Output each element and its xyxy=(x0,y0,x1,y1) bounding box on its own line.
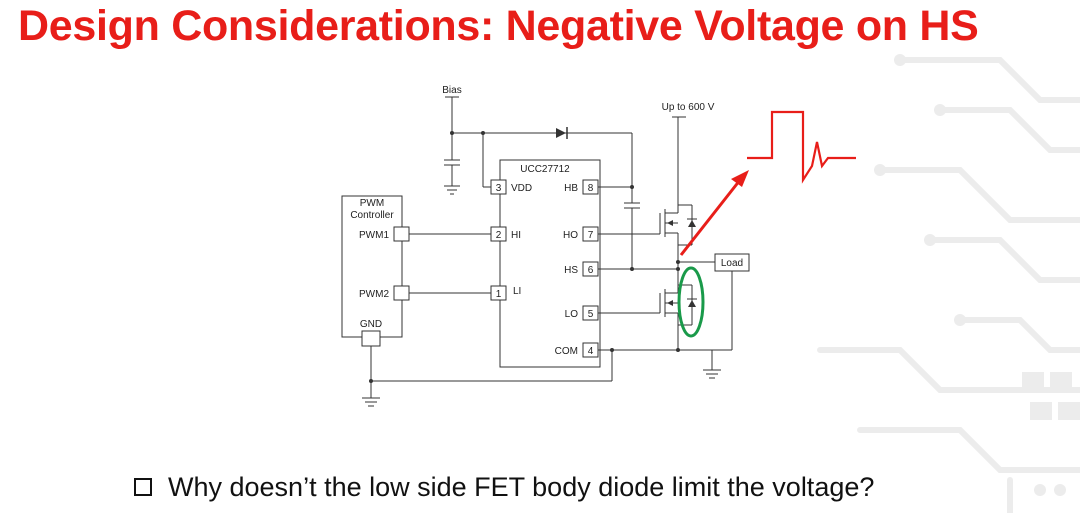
junction-dot xyxy=(610,348,614,352)
bias-capacitor xyxy=(444,159,460,166)
checkbox-icon xyxy=(134,478,152,496)
pwm2-pin-box xyxy=(393,285,410,301)
pin-8-name: HB xyxy=(564,183,578,194)
pin-1-name: LI xyxy=(513,286,521,297)
hs-voltage-arrow xyxy=(679,179,742,256)
junction-dot xyxy=(369,379,373,383)
pwm1-pin-box xyxy=(393,226,410,242)
bullet-question-text: Why doesn’t the low side FET body diode … xyxy=(168,471,875,502)
gnd-pin-box xyxy=(361,330,381,347)
load-label: Load xyxy=(721,258,743,269)
controller-label-line2: Controller xyxy=(350,210,394,221)
pin-3-name: VDD xyxy=(511,183,532,194)
bias-ground-symbol xyxy=(444,185,460,195)
pwm1-label: PWM1 xyxy=(359,230,389,241)
low-side-fet xyxy=(659,285,693,350)
pin-3-box xyxy=(490,179,507,195)
power-ground-symbol xyxy=(703,369,721,379)
hv-label: Up to 600 V xyxy=(662,102,715,113)
junction-dot xyxy=(676,260,680,264)
pin-7-number: 7 xyxy=(588,230,594,241)
hs-fet-arrow-icon xyxy=(667,220,673,226)
gnd-label: GND xyxy=(360,319,382,330)
controller-ground-symbol xyxy=(362,397,380,407)
high-side-fet xyxy=(659,205,693,269)
bullet-row: Why doesn’t the low side FET body diode … xyxy=(134,469,874,505)
bootstrap-capacitor xyxy=(624,202,640,209)
ic-body xyxy=(499,159,601,368)
controller-label-line1: PWM xyxy=(360,198,384,209)
junction-dot xyxy=(630,267,634,271)
junction-dot xyxy=(676,348,680,352)
bias-label: Bias xyxy=(442,85,461,96)
pin-4-number: 4 xyxy=(588,346,594,357)
slide-title: Design Considerations: Negative Voltage … xyxy=(18,2,979,50)
pin-8-number: 8 xyxy=(588,183,594,194)
pin-4-name: COM xyxy=(555,346,578,357)
pin-7-name: HO xyxy=(563,230,578,241)
junction-dot xyxy=(450,131,454,135)
bootstrap-diode-icon xyxy=(556,127,568,139)
pwm2-label: PWM2 xyxy=(359,289,389,300)
ls-fet-arrow-icon xyxy=(667,300,673,306)
pin-5-number: 5 xyxy=(588,309,594,320)
pin-2-name: HI xyxy=(511,230,521,241)
pin-2-number: 2 xyxy=(496,230,502,241)
junction-dot xyxy=(630,185,634,189)
ic-name-label: UCC27712 xyxy=(520,164,570,175)
junction-dot xyxy=(481,131,485,135)
hs-body-diode-icon xyxy=(688,220,696,227)
pin-5-name: LO xyxy=(565,309,579,320)
pin-1-number: 1 xyxy=(496,289,502,300)
hs-voltage-arrowhead-icon xyxy=(731,170,749,187)
pin-6-name: HS xyxy=(564,265,578,276)
junction-dot xyxy=(676,267,680,271)
pin-6-number: 6 xyxy=(588,265,594,276)
pin-3-number: 3 xyxy=(496,183,502,194)
ls-body-diode-icon xyxy=(688,300,696,307)
body-diode-highlight-ellipse xyxy=(677,266,705,338)
hs-voltage-waveform xyxy=(747,110,856,184)
